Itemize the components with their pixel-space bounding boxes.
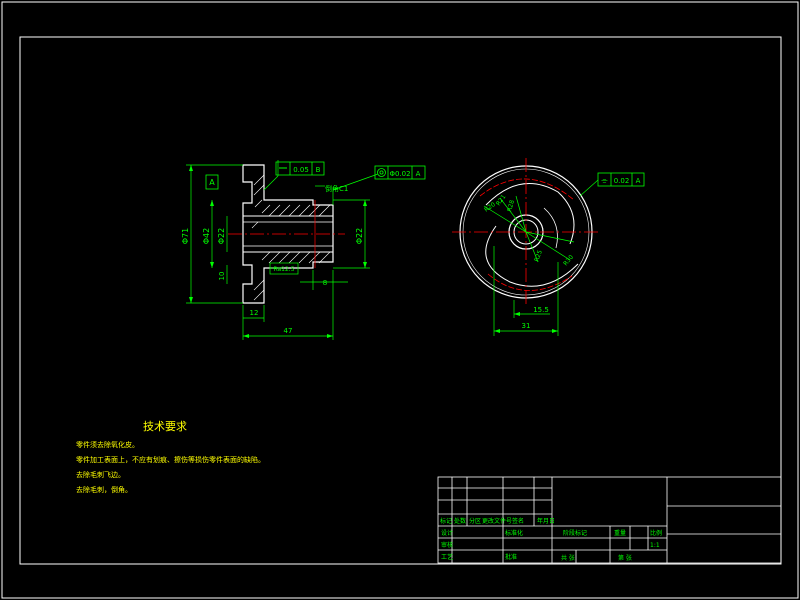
- tb-label-sign: 签名: [512, 517, 524, 525]
- tb-process: 工艺: [441, 553, 453, 561]
- tech-item-4: 去除毛刺，倒角。: [76, 485, 132, 494]
- title-block: [437, 476, 782, 564]
- tb-scale-value: 1:1: [650, 542, 660, 549]
- front-dims: [483, 179, 599, 336]
- cam-curve-1: [485, 183, 575, 245]
- tb-standard: 标准化: [505, 529, 523, 537]
- tech-item-3: 去除毛刺飞边。: [76, 470, 125, 479]
- tb-weight: 重量: [614, 529, 626, 537]
- dim-outer-diameter: Φ71: [181, 228, 190, 244]
- side-section-view: A 0.05 B Φ0.02 A 倒角C1 Ra12.5 Φ71 Φ42 Φ22: [181, 160, 426, 340]
- tb-label-date: 年月日: [537, 517, 555, 525]
- runout-frame: Φ0.02 A: [374, 165, 426, 180]
- roughness-box: [269, 262, 299, 275]
- tb-label-count: 处数: [454, 517, 466, 525]
- tech-item-2: 零件加工表面上，不应有划痕、擦伤等损伤零件表面的缺陷。: [76, 455, 265, 464]
- tb-scale: 比例: [650, 529, 662, 537]
- side-dims: [186, 160, 379, 340]
- dim-right-diameter: Φ22: [355, 228, 364, 244]
- tech-title: 技术要求: [143, 420, 187, 433]
- dim-r3: R28: [506, 199, 516, 212]
- part-outline-upper: [242, 164, 334, 304]
- tech-item-1: 零件须去除氧化皮。: [76, 440, 139, 449]
- tb-label-mark: 标记: [440, 517, 452, 525]
- hatch-upper: [251, 174, 331, 229]
- side-arrows: [189, 165, 367, 338]
- tb-label-zone: 分区: [469, 517, 481, 525]
- dim-right-step: 8: [323, 279, 327, 287]
- dim-hub-diameter: Φ42: [202, 228, 211, 244]
- runout-datum: A: [416, 170, 421, 178]
- tb-approve: 批准: [505, 553, 517, 561]
- front-tol-value: 0.02: [614, 177, 630, 185]
- front-tol-datum: A: [636, 177, 641, 185]
- front-tolerance-frame: ⌯ 0.02 A: [597, 172, 645, 187]
- roughness-note: Ra12.5: [273, 266, 294, 273]
- dim-groove-width: 10: [218, 272, 226, 281]
- flatness-value: 0.05: [293, 166, 309, 174]
- tb-sheets: 共 张: [561, 554, 575, 562]
- chamfer-note: 倒角C1: [325, 184, 348, 193]
- tb-stage-mark: 阶段标记: [563, 529, 587, 537]
- title-block-text: 标记 处数 分区 更改文件号 签名 年月日 设计 标准化 审核 工艺 批准 阶段…: [440, 517, 662, 562]
- dim-r5: R30: [562, 254, 575, 268]
- front-circular-view: ⌯ 0.02 A R20 R21 R28 R25 R30 31 15.5: [452, 158, 645, 336]
- dim-bore-diameter: Φ22: [217, 228, 226, 244]
- cam-curve-2: [485, 225, 579, 287]
- dim-small-step: 12: [250, 309, 259, 317]
- dim-width-31: 31: [522, 322, 531, 330]
- tb-design: 设计: [441, 529, 453, 537]
- tb-label-change: 更改文件号: [482, 517, 512, 525]
- tb-review: 审核: [441, 541, 453, 549]
- hatch-lower: [253, 251, 331, 301]
- datum-a-label: A: [209, 178, 215, 187]
- datum-a-box: [205, 174, 219, 190]
- inner-frame: [19, 36, 782, 565]
- runout-value: Φ0.02: [389, 170, 410, 178]
- flatness-datum: B: [316, 166, 321, 174]
- cam-curve-3: [543, 207, 558, 249]
- tb-sheet: 第 张: [618, 554, 632, 562]
- dim-r4: R25: [533, 249, 544, 263]
- front-tol-symbol: ⌯: [601, 176, 608, 185]
- flatness-frame: 0.05 B: [275, 161, 325, 176]
- red-arc-1: [479, 178, 575, 201]
- front-arrows: [494, 312, 558, 333]
- tech-requirements: 技术要求 零件须去除氧化皮。 零件加工表面上，不应有划痕、擦伤等损伤零件表面的缺…: [76, 420, 265, 494]
- dim-overall-length: 47: [284, 327, 293, 335]
- red-arc-2: [487, 273, 573, 291]
- dim-bore-w: 15.5: [533, 306, 549, 314]
